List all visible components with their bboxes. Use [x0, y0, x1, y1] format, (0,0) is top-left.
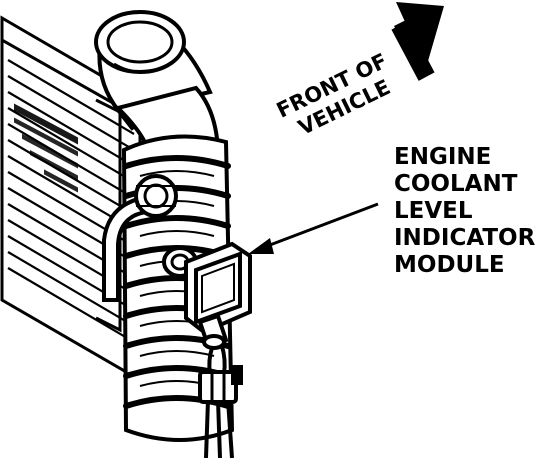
hose-fitting — [134, 174, 178, 218]
radiator-decal — [14, 103, 78, 193]
front-direction-arrow-icon — [391, 2, 444, 81]
front-of-vehicle-label: FRONT OF VEHICLE — [273, 49, 394, 140]
component-label-line2: COOLANT — [394, 171, 518, 197]
leader-arrowhead-icon — [248, 238, 274, 254]
coolant-level-indicator-module — [184, 241, 252, 350]
sensor-port — [162, 246, 198, 278]
component-label-line5: MODULE — [394, 252, 505, 278]
component-label: ENGINE COOLANT LEVEL INDICATOR MODULE — [394, 144, 536, 278]
component-label-line4: INDICATOR — [394, 225, 536, 251]
component-label-line3: LEVEL — [394, 198, 473, 224]
component-label-line1: ENGINE — [394, 144, 491, 170]
harness-connector — [198, 365, 243, 404]
side-hose — [102, 195, 149, 302]
leader-line — [248, 202, 379, 254]
